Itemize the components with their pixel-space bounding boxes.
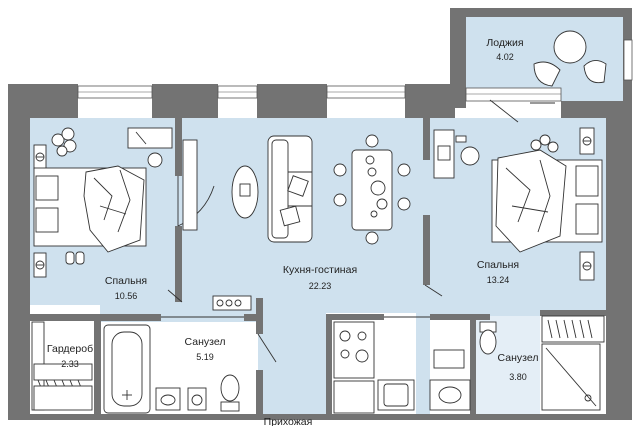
room-area-wardrobe: 2.33 <box>61 359 79 369</box>
toilet-icon <box>479 321 497 355</box>
bed-icon <box>491 149 603 253</box>
walls <box>8 8 632 420</box>
room-labels: Лоджия 4.02 Спальня 10.56 Кухня-гостиная… <box>47 37 539 426</box>
room-name-bedroom-2: Спальня <box>477 259 519 271</box>
room-area-kitchen-living: 22.23 <box>309 281 332 291</box>
room-name-bathroom-2: Санузел <box>498 352 539 364</box>
sink-icon <box>377 379 415 411</box>
shower-icon <box>541 343 601 411</box>
stove-icon <box>333 321 375 414</box>
room-area-bathroom-2: 3.80 <box>509 372 527 382</box>
room-name-kitchen-living: Кухня-гостиная <box>283 264 357 276</box>
room-name-loggia: Лоджия <box>486 37 523 49</box>
sink-icon <box>429 349 471 411</box>
room-name-wardrobe: Гардероб <box>47 343 93 355</box>
room-name-bathroom-1: Санузел <box>185 336 226 348</box>
dining-table-icon <box>351 149 393 231</box>
loggia-furniture <box>533 30 607 87</box>
room-area-bathroom-1: 5.19 <box>196 352 214 362</box>
slippers-icon <box>65 251 85 265</box>
radiator-icon <box>33 127 595 311</box>
bathtub-icon <box>103 324 151 414</box>
room-area-bedroom-2: 13.24 <box>487 275 510 285</box>
sink-icon <box>155 387 181 411</box>
room-area-bedroom-1: 10.56 <box>115 291 138 301</box>
chair-icon <box>333 134 411 245</box>
wardrobe-icon <box>31 321 93 411</box>
room-area-loggia: 4.02 <box>496 52 514 62</box>
desk-icon <box>433 129 480 179</box>
room-name-bedroom-1: Спальня <box>105 275 147 287</box>
washing-machine-icon <box>187 387 207 411</box>
wardrobe-icon <box>541 315 605 343</box>
coffee-table-icon <box>231 165 259 219</box>
toilet-icon <box>220 374 240 412</box>
room-name-hallway: Прихожая <box>264 416 313 426</box>
desk-icon <box>127 127 198 231</box>
plant-icon <box>51 127 559 157</box>
doors <box>161 99 555 363</box>
sofa-icon <box>267 135 313 243</box>
bed-icon <box>33 165 147 253</box>
windows <box>77 39 633 102</box>
